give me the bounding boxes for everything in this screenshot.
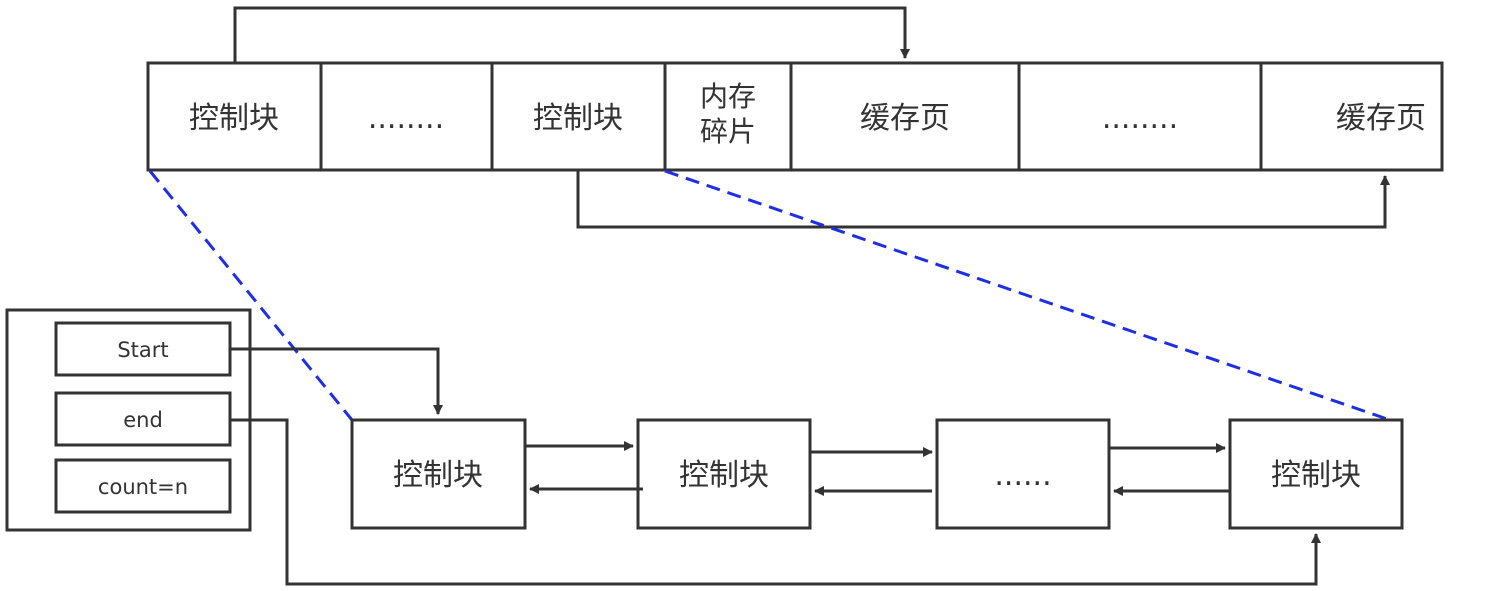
fragment-label-line: 碎片 — [700, 115, 756, 148]
control-to-cache-arrow-top — [233, 6, 910, 63]
list-node-label: 控制块 — [679, 458, 769, 493]
memory-cell-label: 控制块 — [533, 101, 623, 136]
count-field-label: count=n — [98, 475, 188, 499]
linked-list — [350, 418, 1404, 530]
memory-cell-label: 缓存页 — [1336, 101, 1426, 136]
fragment-label-line: 内存 — [700, 80, 756, 113]
list-node-label: 控制块 — [1271, 458, 1361, 493]
expand-dashed-line-left — [148, 170, 354, 421]
list-node-label: 控制块 — [393, 458, 483, 493]
memory-cell-label: 缓存页 — [860, 101, 950, 136]
count-field — [54, 458, 232, 514]
end-field-label: end — [123, 408, 163, 432]
list-node-last — [1228, 418, 1404, 530]
memory-cell-cache-page-2 — [1259, 61, 1444, 172]
expand-dashed-line-right — [664, 169, 1391, 422]
list-node-2 — [636, 418, 812, 530]
memory-cell-label: 控制块 — [189, 101, 279, 136]
memory-cell-label: ........ — [1102, 101, 1178, 136]
memory-cell-label: ........ — [368, 101, 444, 136]
memory-strip — [146, 61, 1444, 172]
memory-cell-fragment-label: 内存碎片 — [700, 80, 756, 148]
end-pointer-arrow — [230, 418, 1321, 586]
list-node-label: ...... — [994, 458, 1051, 493]
start-pointer-arrow — [230, 347, 443, 415]
list-node-1 — [350, 418, 527, 530]
control-to-cache-arrow-bottom — [576, 170, 1390, 229]
start-field-label: Start — [117, 338, 168, 362]
list-node-ellipsis — [935, 418, 1111, 530]
